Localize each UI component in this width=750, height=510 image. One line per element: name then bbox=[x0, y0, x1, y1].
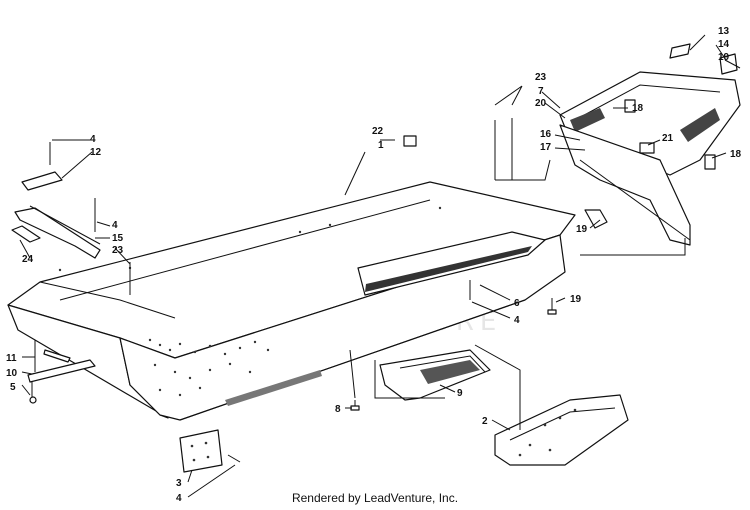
rear-bumper-assembly[interactable] bbox=[559, 43, 741, 246]
callout-10: 10 bbox=[6, 368, 18, 379]
callout-21: 21 bbox=[662, 133, 674, 144]
callout-2: 2 bbox=[482, 416, 488, 427]
callout-18b: 18 bbox=[730, 149, 742, 160]
bracket-parts[interactable] bbox=[11, 142, 131, 404]
callout-15: 15 bbox=[112, 233, 124, 244]
callout-labels: 13 14 19 23 7 20 18 22 1 16 17 21 18 4 1… bbox=[6, 26, 742, 504]
plate-bracket-part[interactable] bbox=[179, 429, 241, 473]
callout-8: 8 bbox=[335, 404, 341, 415]
leader-lines bbox=[19, 34, 741, 498]
callout-16: 16 bbox=[540, 129, 552, 140]
callout-6: 6 bbox=[514, 298, 520, 309]
callout-1: 1 bbox=[378, 140, 384, 151]
callout-14: 14 bbox=[718, 39, 730, 50]
callout-12: 12 bbox=[90, 147, 102, 158]
callout-23: 23 bbox=[535, 72, 547, 83]
tunnel-part[interactable] bbox=[7, 181, 576, 421]
callout-17: 17 bbox=[540, 142, 552, 153]
callout-4a: 4 bbox=[90, 134, 96, 145]
callout-5: 5 bbox=[10, 382, 16, 393]
callout-24: 24 bbox=[22, 254, 34, 265]
callout-4c: 4 bbox=[514, 315, 520, 326]
trim-clip-icon bbox=[639, 142, 655, 154]
callout-19: 19 bbox=[718, 52, 730, 63]
callout-19b: 19 bbox=[576, 224, 588, 235]
callout-3: 3 bbox=[176, 478, 182, 489]
callout-13: 13 bbox=[718, 26, 730, 37]
callout-7: 7 bbox=[538, 86, 544, 97]
callout-20: 20 bbox=[535, 98, 547, 109]
callout-4d: 4 bbox=[176, 493, 182, 504]
callout-19c: 19 bbox=[570, 294, 582, 305]
footrest-part[interactable] bbox=[379, 349, 491, 401]
callout-9: 9 bbox=[457, 388, 463, 399]
callout-4b: 4 bbox=[112, 220, 118, 231]
callout-11: 11 bbox=[6, 353, 17, 364]
callout-23b: 23 bbox=[112, 245, 124, 256]
fasteners bbox=[350, 118, 557, 411]
footer-credit: Rendered by LeadVenture, Inc. bbox=[291, 491, 459, 505]
callout-22: 22 bbox=[372, 126, 384, 137]
callout-18: 18 bbox=[632, 103, 644, 114]
mount-bracket-part[interactable] bbox=[494, 394, 629, 466]
